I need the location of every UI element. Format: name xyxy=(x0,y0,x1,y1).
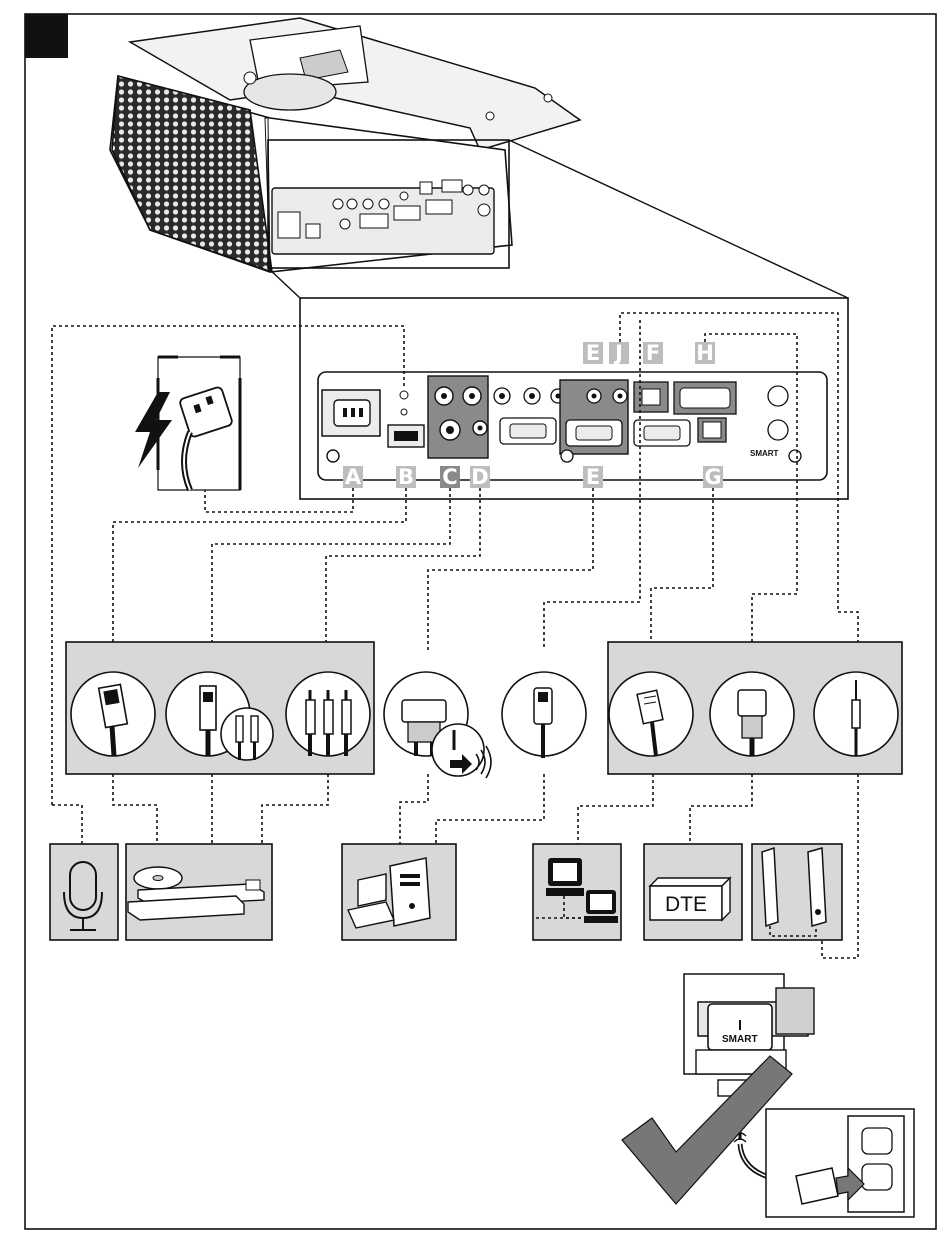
computer-icon xyxy=(342,844,456,940)
panel-brand-text: SMART xyxy=(750,449,779,458)
network-icon xyxy=(533,844,621,940)
microphone-icon xyxy=(50,844,118,940)
svg-text:F: F xyxy=(646,341,660,365)
step-marker xyxy=(25,14,68,58)
svg-text:D: D xyxy=(471,465,488,489)
speakers-icon xyxy=(752,844,842,940)
power-cord-icon xyxy=(179,386,233,490)
svg-text:C: C xyxy=(442,465,457,489)
port-label-a: A xyxy=(343,465,363,489)
wall-outlet-icon xyxy=(766,1109,914,1217)
svg-text:A: A xyxy=(345,465,362,489)
port-label-g: G xyxy=(703,465,723,489)
dvd-player-icon xyxy=(126,844,272,940)
svg-text:DTE: DTE xyxy=(665,893,707,916)
port-label-e-top: E xyxy=(583,341,603,365)
svg-text:J: J xyxy=(613,341,623,365)
port-label-e-bottom: E xyxy=(583,465,603,489)
port-label-c: C xyxy=(440,465,460,489)
port-label-d: D xyxy=(470,465,490,489)
port-label-b: B xyxy=(396,465,416,489)
port-label-f: F xyxy=(643,341,663,365)
svg-text:G: G xyxy=(704,465,721,489)
dte-icon: DTE xyxy=(644,844,742,940)
svg-text:H: H xyxy=(696,341,714,365)
port-label-h: H xyxy=(695,341,715,365)
svg-text:B: B xyxy=(398,465,414,489)
svg-text:E: E xyxy=(586,465,600,489)
port-label-j: J xyxy=(609,341,629,365)
projector-brand-text: SMART xyxy=(722,1034,758,1045)
svg-text:E: E xyxy=(586,341,600,365)
